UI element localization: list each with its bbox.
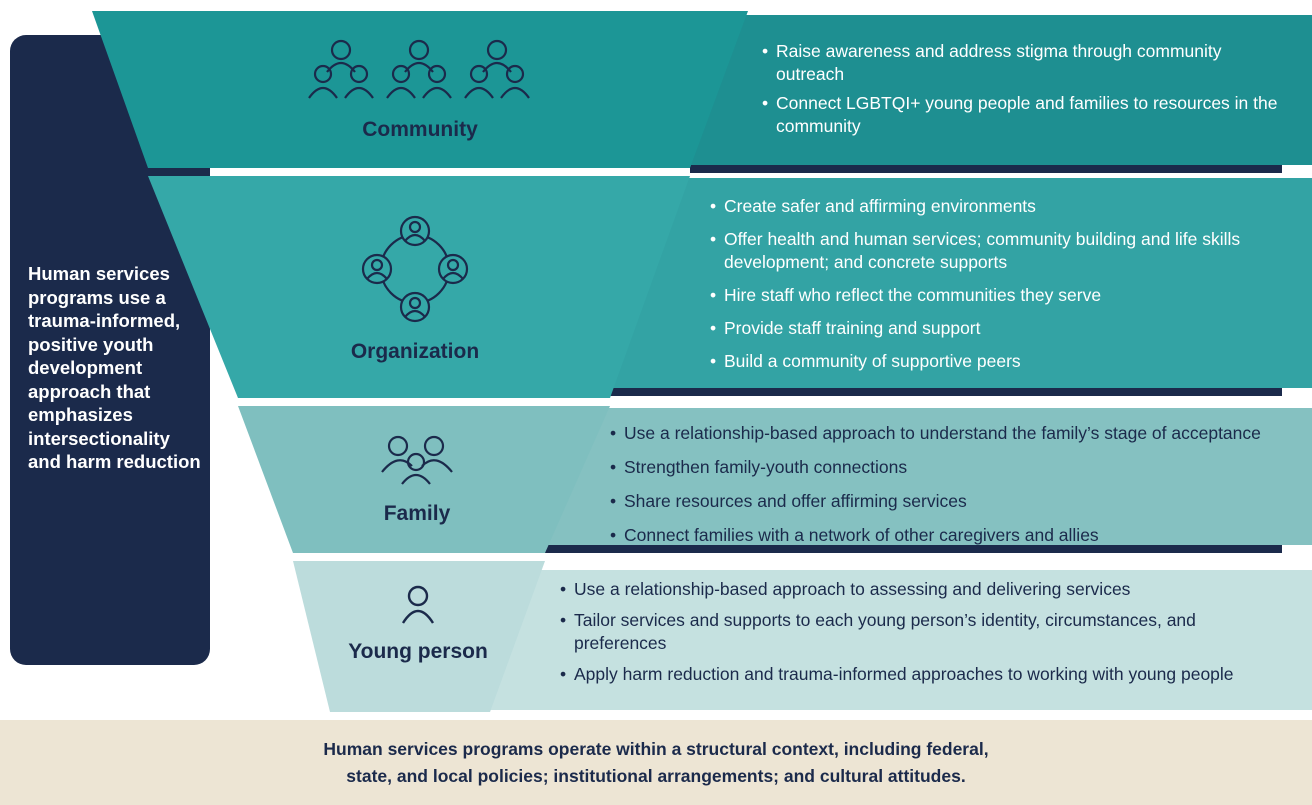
approach-line: approach that <box>28 380 151 402</box>
approach-line: development <box>28 357 143 378</box>
band-divider <box>690 165 1282 173</box>
list-item: Build a community of supportive peers <box>710 350 1250 373</box>
funnel-level-organization <box>148 176 690 398</box>
family-icon <box>378 434 456 486</box>
approach-line: and harm reduction <box>28 451 201 472</box>
approach-line: trauma-informed, <box>28 310 181 331</box>
family-bullets: Use a relationship-based approach to und… <box>610 422 1310 547</box>
list-item: Use a relationship-based approach to ass… <box>560 578 1310 601</box>
list-item: Use a relationship-based approach to und… <box>610 422 1310 445</box>
list-item: Strengthen family-youth connections <box>610 456 1310 479</box>
band-divider <box>545 545 1282 553</box>
list-item: Tailor services and supports to each you… <box>560 609 1254 655</box>
approach-line: programs use a <box>28 286 166 308</box>
funnel-level-community <box>92 11 748 168</box>
list-item: Create safer and affirming environments <box>710 195 1250 218</box>
community-bullets: Raise awareness and address stigma throu… <box>762 40 1292 138</box>
band-divider <box>610 388 1282 396</box>
approach-line: intersectionality <box>28 427 170 449</box>
list-item: Connect LGBTQI+ young people and familie… <box>762 92 1292 138</box>
young-person-bullets: Use a relationship-based approach to ass… <box>560 578 1310 686</box>
footer-line: Human services programs operate within a… <box>323 738 989 759</box>
level-label-organization: Organization <box>350 340 480 363</box>
funnel-level-family <box>238 406 610 553</box>
list-item: Raise awareness and address stigma throu… <box>762 40 1292 86</box>
organization-bullets: Create safer and affirming environments … <box>710 195 1250 373</box>
level-label-family: Family <box>383 502 451 525</box>
list-item: Share resources and offer affirming serv… <box>610 490 1310 513</box>
list-item: Hire staff who reflect the communities t… <box>710 284 1250 307</box>
approach-description: Human services programs use a trauma-inf… <box>28 262 228 474</box>
approach-line: Human services <box>28 263 170 284</box>
approach-line: emphasizes <box>28 404 133 425</box>
footer-line: state, and local policies; institutional… <box>346 765 966 786</box>
young-person-icon <box>400 585 436 625</box>
list-item: Apply harm reduction and trauma-informed… <box>560 663 1310 686</box>
level-label-community: Community <box>362 118 478 141</box>
list-item: Offer health and human services; communi… <box>710 228 1250 274</box>
approach-line: positive youth <box>28 333 154 355</box>
level-label-young-person: Young person <box>348 640 488 663</box>
list-item: Provide staff training and support <box>710 317 1250 340</box>
list-item: Connect families with a network of other… <box>610 524 1310 547</box>
organization-network-icon <box>360 215 470 323</box>
structural-context-footer: Human services programs operate within a… <box>0 720 1312 805</box>
community-people-icon <box>305 38 530 104</box>
funnel-level-young-person <box>293 561 545 712</box>
